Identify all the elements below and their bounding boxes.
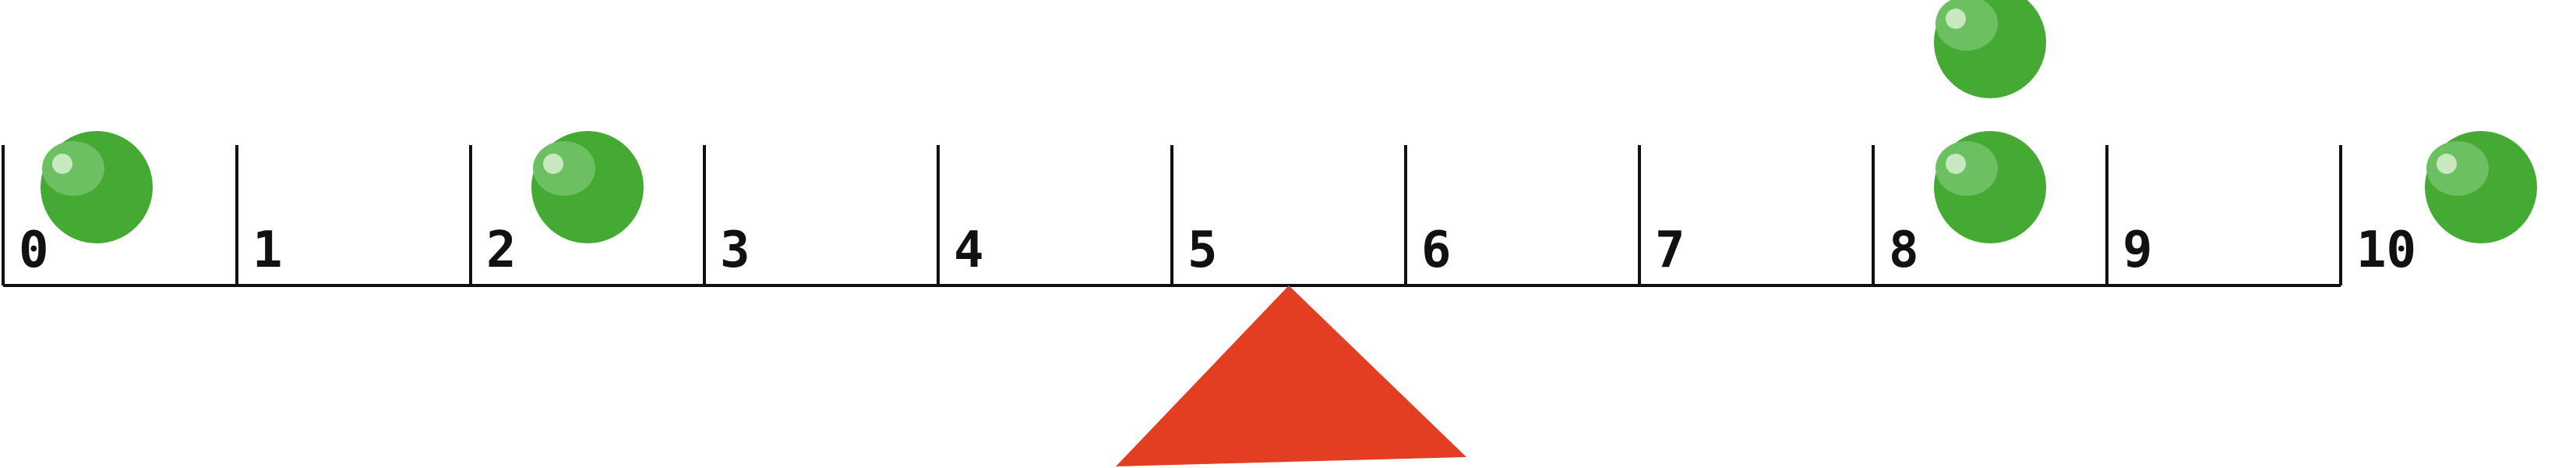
tick-label: 3	[720, 222, 750, 279]
tick-label: 7	[1655, 222, 1685, 279]
tick-label: 1	[252, 222, 283, 279]
tick-label: 2	[486, 222, 517, 279]
ball-shine	[1946, 154, 1966, 174]
ball-weight	[2425, 131, 2537, 243]
ball-highlight	[42, 141, 104, 196]
ball-weight	[1934, 0, 2046, 98]
ball-weight	[531, 131, 644, 243]
tick-label: 0	[19, 222, 49, 279]
ball-highlight	[533, 141, 595, 196]
tick-label: 4	[954, 222, 984, 279]
ball-highlight	[1936, 141, 1998, 196]
tick-label: 5	[1187, 222, 1218, 279]
ball-shine	[1946, 9, 1966, 29]
tick-label: 8	[1889, 222, 1919, 279]
tick-label: 6	[1421, 222, 1452, 279]
tick-label: 9	[2123, 222, 2153, 279]
ball-shine	[543, 154, 563, 174]
weights	[41, 0, 2537, 243]
ball-shine	[2437, 154, 2457, 174]
tick-label: 10	[2356, 222, 2416, 279]
beam: 0 1 2 3 4 5 6 7 8 9 10	[2, 145, 2416, 287]
ball-shine	[52, 154, 72, 174]
ball-weight	[1934, 131, 2046, 243]
ball-weight	[41, 131, 153, 243]
ball-highlight	[2426, 141, 2489, 196]
fulcrum-triangle	[1116, 285, 1466, 466]
